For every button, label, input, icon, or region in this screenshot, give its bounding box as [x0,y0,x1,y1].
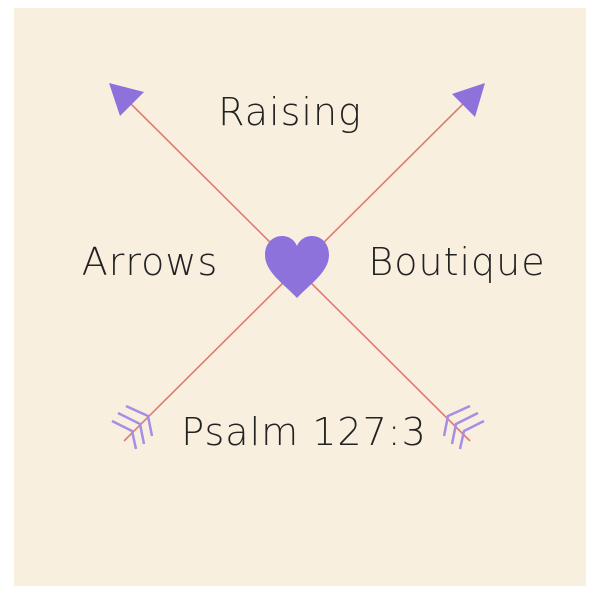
fletching-icon [442,404,485,450]
logo-background [14,8,586,586]
fletching-icon [111,404,154,450]
logo-text-psalm-reference: Psalm 127:3 [181,410,427,454]
logo-text-raising: Raising [218,90,362,134]
heart-icon [265,236,329,298]
arrowhead-icon [452,83,485,117]
logo-text-arrows: Arrows [81,240,219,284]
logo-text-boutique: Boutique [368,240,546,284]
arrowhead-icon [109,83,144,116]
